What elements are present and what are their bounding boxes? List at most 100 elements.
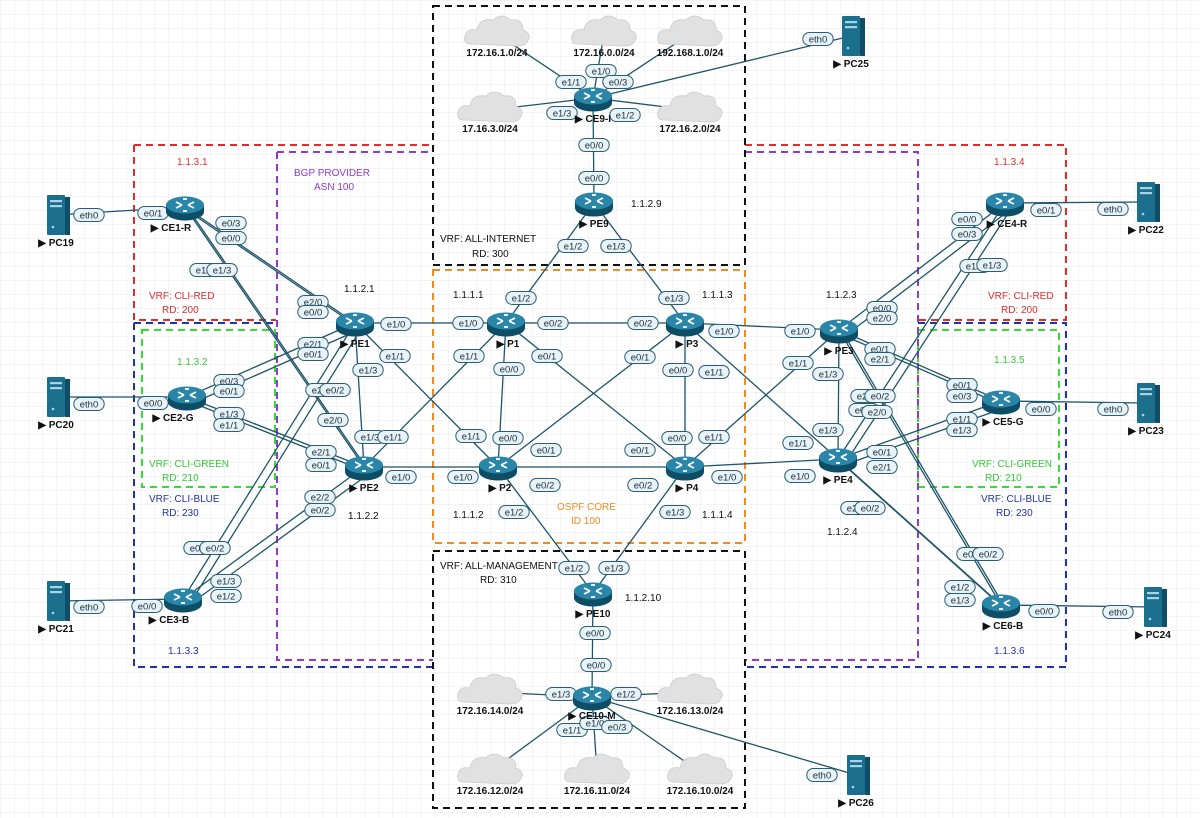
router-icon <box>335 311 375 338</box>
port-e0-2: e0/2 <box>304 503 336 517</box>
router-pe10[interactable]: ▶ PE10 <box>573 581 613 621</box>
pc-pc20[interactable]: ▶ PC20 <box>37 377 74 431</box>
port-e1-2: e1/2 <box>210 589 242 603</box>
svg-text:e0/3: e0/3 <box>222 219 241 230</box>
router-p2[interactable]: ▶ P2 <box>478 455 518 495</box>
port-e1-1: e1/1 <box>555 75 587 89</box>
svg-text:e0/3: e0/3 <box>963 550 982 561</box>
port-e0-0: e0/0 <box>131 599 163 613</box>
router-ce1[interactable]: ▶ CE1-R <box>150 195 205 235</box>
svg-text:e1/1: e1/1 <box>462 432 481 443</box>
region-black-bottom <box>432 550 746 809</box>
svg-text:e0/1: e0/1 <box>144 209 163 220</box>
pc-pc23[interactable]: ▶ PC23 <box>1127 383 1164 437</box>
port-e1-0: e1/0 <box>452 316 484 330</box>
server-icon <box>842 16 865 56</box>
cloud-c2: 172.16.0.0/24 <box>571 15 637 59</box>
cloud-label: 17.16.3.0/24 <box>462 124 518 135</box>
p4-id: 1.1.1.4 <box>702 510 733 521</box>
svg-text:e1/0: e1/0 <box>715 327 734 338</box>
port-e0-1: e0/1 <box>531 349 563 363</box>
region-black-top <box>432 5 746 266</box>
port-e0-0: e0/0 <box>578 171 610 185</box>
port-e0-1: e0/1 <box>946 378 978 392</box>
port-e0-0: e0/0 <box>1028 604 1060 618</box>
svg-text:e0/2: e0/2 <box>634 319 653 330</box>
router-pe1[interactable]: ▶ PE1 <box>335 311 375 351</box>
link-pe3-p4 <box>684 329 840 468</box>
port-e0-0: e0/0 <box>951 212 983 226</box>
p1-id: 1.1.1.1 <box>453 290 484 301</box>
svg-text:e1/1: e1/1 <box>460 352 479 363</box>
svg-text:e1/3: e1/3 <box>983 261 1002 272</box>
pe4-id: 1.1.2.4 <box>827 527 858 538</box>
port-e1-1: e1/1 <box>377 430 409 444</box>
svg-text:e1/1: e1/1 <box>789 359 808 370</box>
router-p1[interactable]: ▶ P1 <box>486 311 526 351</box>
port-e0-3: e0/3 <box>215 216 247 230</box>
svg-text:e1/0: e1/0 <box>387 320 406 331</box>
router-label: ▶ PE9 <box>578 219 609 230</box>
router-pe2[interactable]: ▶ PE2 <box>344 455 384 495</box>
port-e0-0: e0/0 <box>492 431 524 445</box>
link-pe3-pe4 <box>837 329 840 460</box>
router-ce5[interactable]: ▶ CE5-G <box>981 389 1024 429</box>
port-e0-0: e0/0 <box>297 305 329 319</box>
pc-label: ▶ PC20 <box>37 420 74 431</box>
svg-text:e0/3: e0/3 <box>958 230 977 241</box>
link-p1-p4 <box>505 322 686 468</box>
link-ce3-pe1 <box>188 328 362 606</box>
link-ce5-pe4 <box>837 400 1002 460</box>
pc-pc26[interactable]: ▶ PC26 <box>837 755 874 809</box>
router-ce6[interactable]: ▶ CE6-B <box>981 593 1023 633</box>
router-pe9[interactable]: ▶ PE9 <box>574 191 614 231</box>
router-label: ▶ CE2-G <box>151 413 193 424</box>
port-e1-0: e1/0 <box>385 470 417 484</box>
pc-pc21[interactable]: ▶ PC21 <box>37 581 74 635</box>
port-e1-1: e1/1 <box>455 429 487 443</box>
router-icon <box>819 318 859 345</box>
router-ce9[interactable]: ▶ CE9-I <box>573 86 613 126</box>
port-e2-0: e2/0 <box>866 311 898 325</box>
svg-text:e0/0: e0/0 <box>585 174 604 185</box>
router-ce2[interactable]: ▶ CE2-G <box>151 385 207 425</box>
vrf-blue-right: VRF: CLI-BLUE <box>981 494 1052 505</box>
router-ce4[interactable]: ▶ CE4-R <box>985 191 1028 231</box>
router-pe3[interactable]: ▶ PE3 <box>819 318 859 358</box>
svg-text:e1/3: e1/3 <box>213 266 232 277</box>
router-ce3[interactable]: ▶ CE3-B <box>148 587 203 627</box>
vrf-internet-label: VRF: ALL-INTERNET <box>440 234 536 245</box>
pc-label: ▶ PC21 <box>37 624 74 635</box>
pc-pc24[interactable]: ▶ PC24 <box>1134 587 1171 641</box>
port-e1-0: e1/0 <box>784 324 816 338</box>
port-e1-1: e1/1 <box>698 365 730 379</box>
router-pe4[interactable]: ▶ PE4 <box>818 447 858 487</box>
router-icon <box>478 455 518 482</box>
port-e0-2: e0/2 <box>627 478 659 492</box>
router-p4[interactable]: ▶ P4 <box>665 455 705 495</box>
svg-text:e0/1: e0/1 <box>631 446 650 457</box>
port-e1-1: e1/1 <box>213 418 245 432</box>
pc-pc19[interactable]: ▶ PC19 <box>37 195 74 249</box>
pc-label: ▶ PC26 <box>837 798 874 809</box>
router-p3[interactable]: ▶ P3 <box>665 311 705 351</box>
pc-label: ▶ PC23 <box>1127 426 1164 437</box>
pc-pc25[interactable]: ▶ PC25 <box>832 16 869 70</box>
ospf-id-label: ID 100 <box>571 516 601 527</box>
port-e0-0: e0/0 <box>215 231 247 245</box>
svg-text:e0/0: e0/0 <box>586 629 605 640</box>
router-ce10[interactable]: ▶ CE10-M <box>567 685 616 723</box>
port-e1-3: e1/3 <box>946 423 978 437</box>
svg-text:e0/2: e0/2 <box>634 481 653 492</box>
port-e0-1: e0/1 <box>137 206 169 220</box>
pc-pc22[interactable]: ▶ PC22 <box>1127 182 1164 236</box>
rd-red-left: RD: 200 <box>162 305 199 316</box>
port-e0-1: e0/1 <box>297 347 329 361</box>
port-e0-2: e0/2 <box>199 541 231 555</box>
port-e1-3: e1/3 <box>812 423 844 437</box>
svg-text:e0/0: e0/0 <box>873 304 892 315</box>
svg-text:e0/1: e0/1 <box>538 352 557 363</box>
router-label: ▶ PE3 <box>823 346 854 357</box>
router-label: ▶ CE3-B <box>148 615 189 626</box>
svg-text:e1/1: e1/1 <box>953 415 972 426</box>
